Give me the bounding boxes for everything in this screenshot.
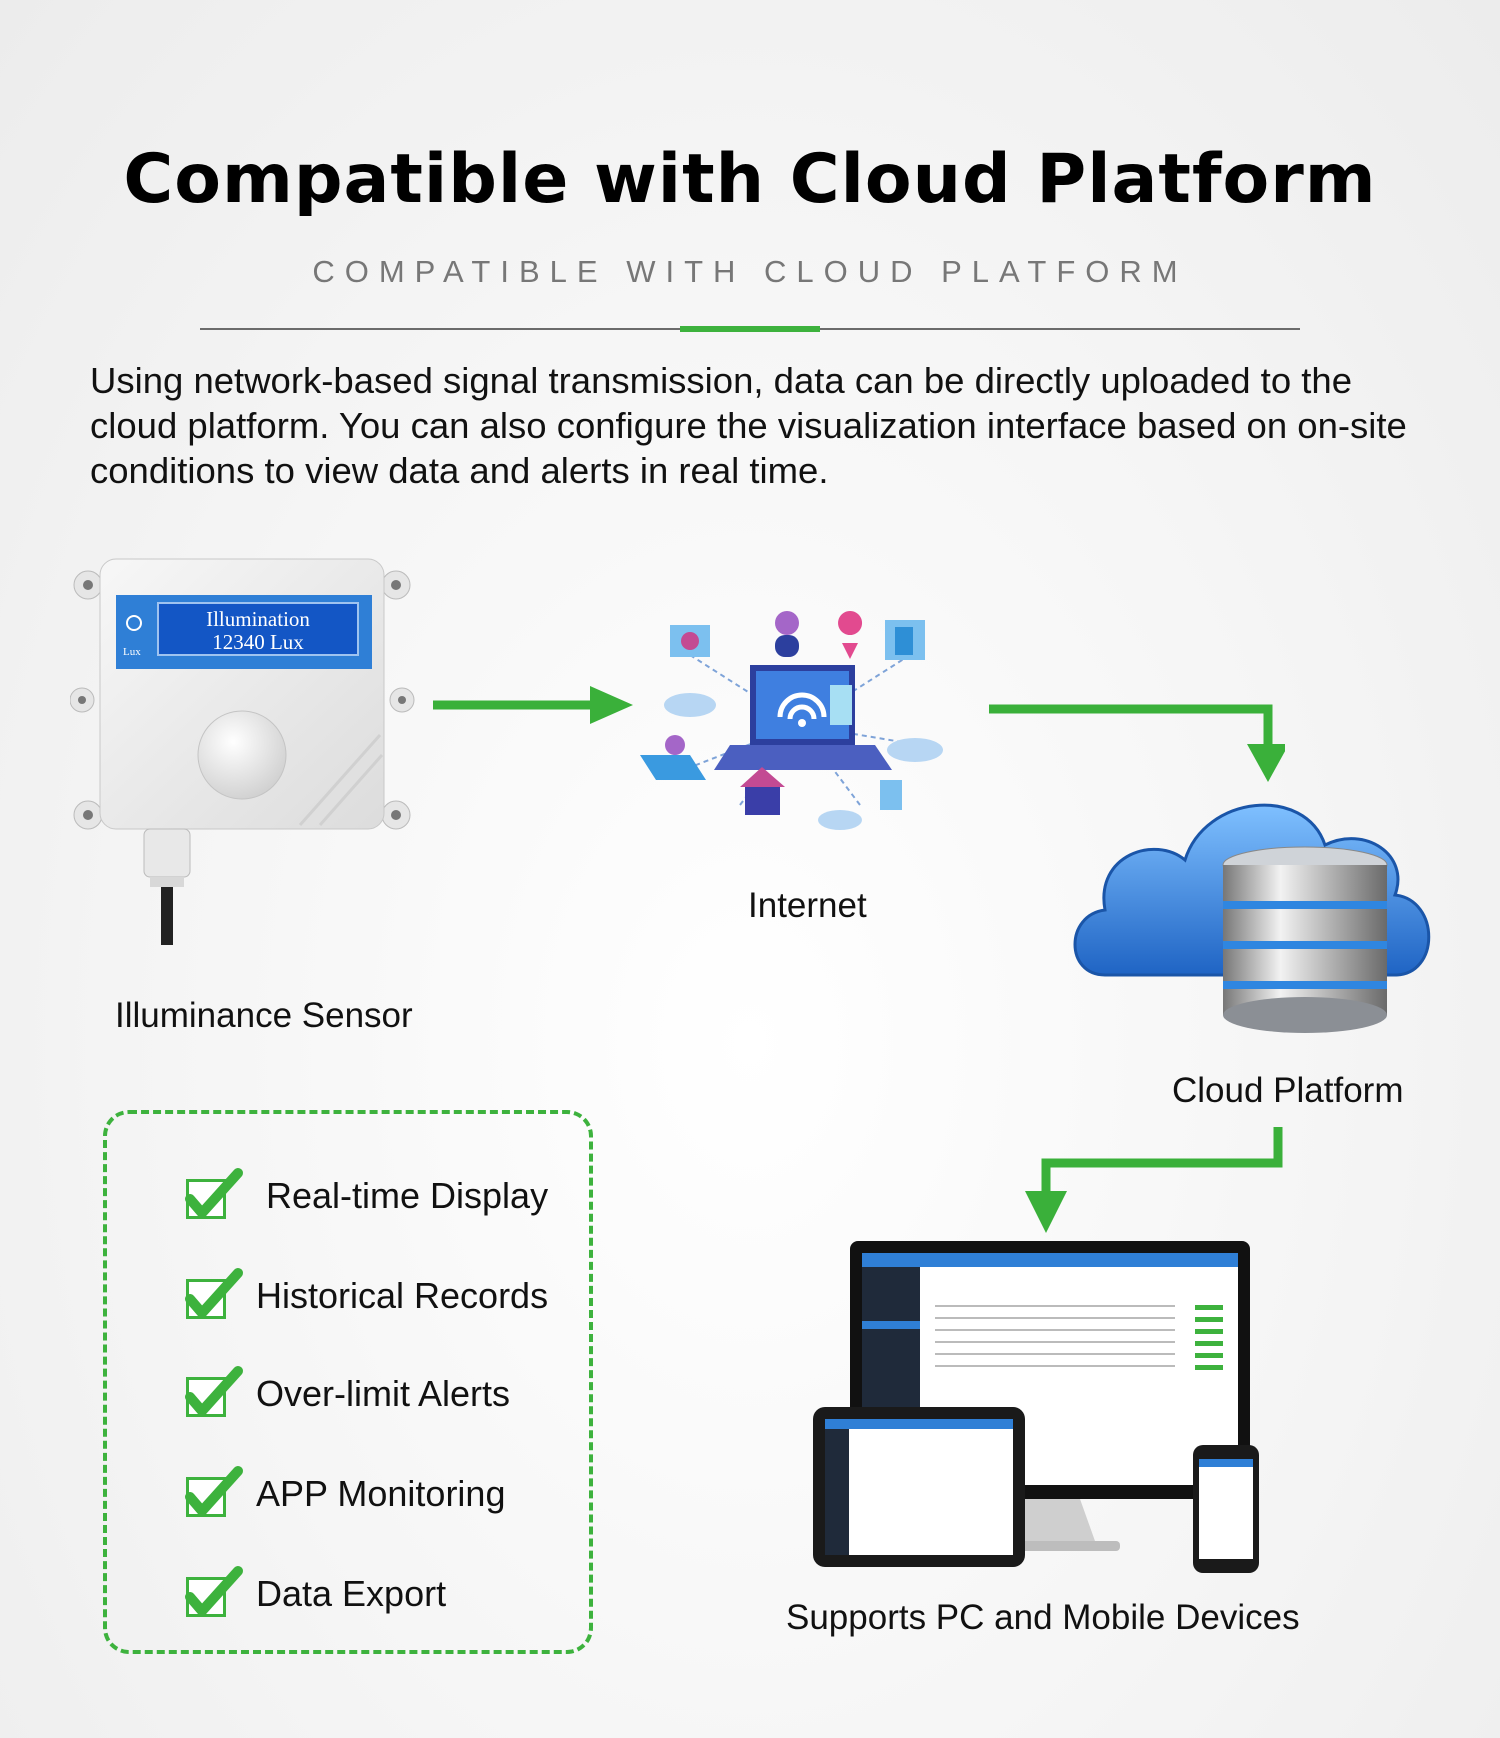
arrow-right-down [989, 704, 1285, 782]
feature-label: Over-limit Alerts [256, 1373, 511, 1414]
feature-item: APP Monitoring [182, 1464, 505, 1524]
check-icon [182, 1565, 244, 1623]
feature-label: Historical Records [256, 1275, 549, 1316]
sensor-display-line1: Illumination [206, 607, 310, 631]
feature-label: Real-time Display [266, 1175, 549, 1216]
page-subtitle: COMPATIBLE WITH CLOUD PLATFORM [312, 254, 1188, 289]
intro-text: Using network-based signal transmission,… [90, 360, 1407, 491]
check-icon [182, 1365, 244, 1423]
feature-item: Historical Records [182, 1266, 548, 1326]
features-box: Real-time Display Historical Records Ove… [103, 1110, 593, 1654]
divider-accent [680, 326, 820, 332]
sensor-display-line2: 12340 Lux [212, 630, 304, 654]
cloud-platform-label: Cloud Platform [1172, 1071, 1404, 1110]
svg-text:Lux: Lux [123, 646, 141, 658]
arrow-right-1 [433, 686, 633, 724]
cloud-database-image [1073, 803, 1431, 1033]
feature-item: Over-limit Alerts [182, 1364, 510, 1424]
illuminance-sensor-image: Lux Illumination 12340 Lux [70, 558, 415, 945]
arrow-down-left [1025, 1127, 1283, 1233]
check-icon [182, 1167, 244, 1225]
check-icon [182, 1465, 244, 1523]
internet-network-image [640, 611, 943, 830]
internet-label: Internet [748, 886, 867, 925]
sensor-label: Illuminance Sensor [115, 996, 413, 1035]
devices-label: Supports PC and Mobile Devices [786, 1598, 1300, 1637]
feature-item: Real-time Display [182, 1166, 548, 1226]
feature-item: Data Export [182, 1564, 446, 1624]
feature-label: APP Monitoring [256, 1473, 506, 1514]
feature-label: Data Export [256, 1573, 447, 1614]
check-icon [182, 1267, 244, 1325]
pc-mobile-devices-image [813, 1241, 1259, 1573]
page-title: Compatible with Cloud Platform [123, 140, 1377, 219]
